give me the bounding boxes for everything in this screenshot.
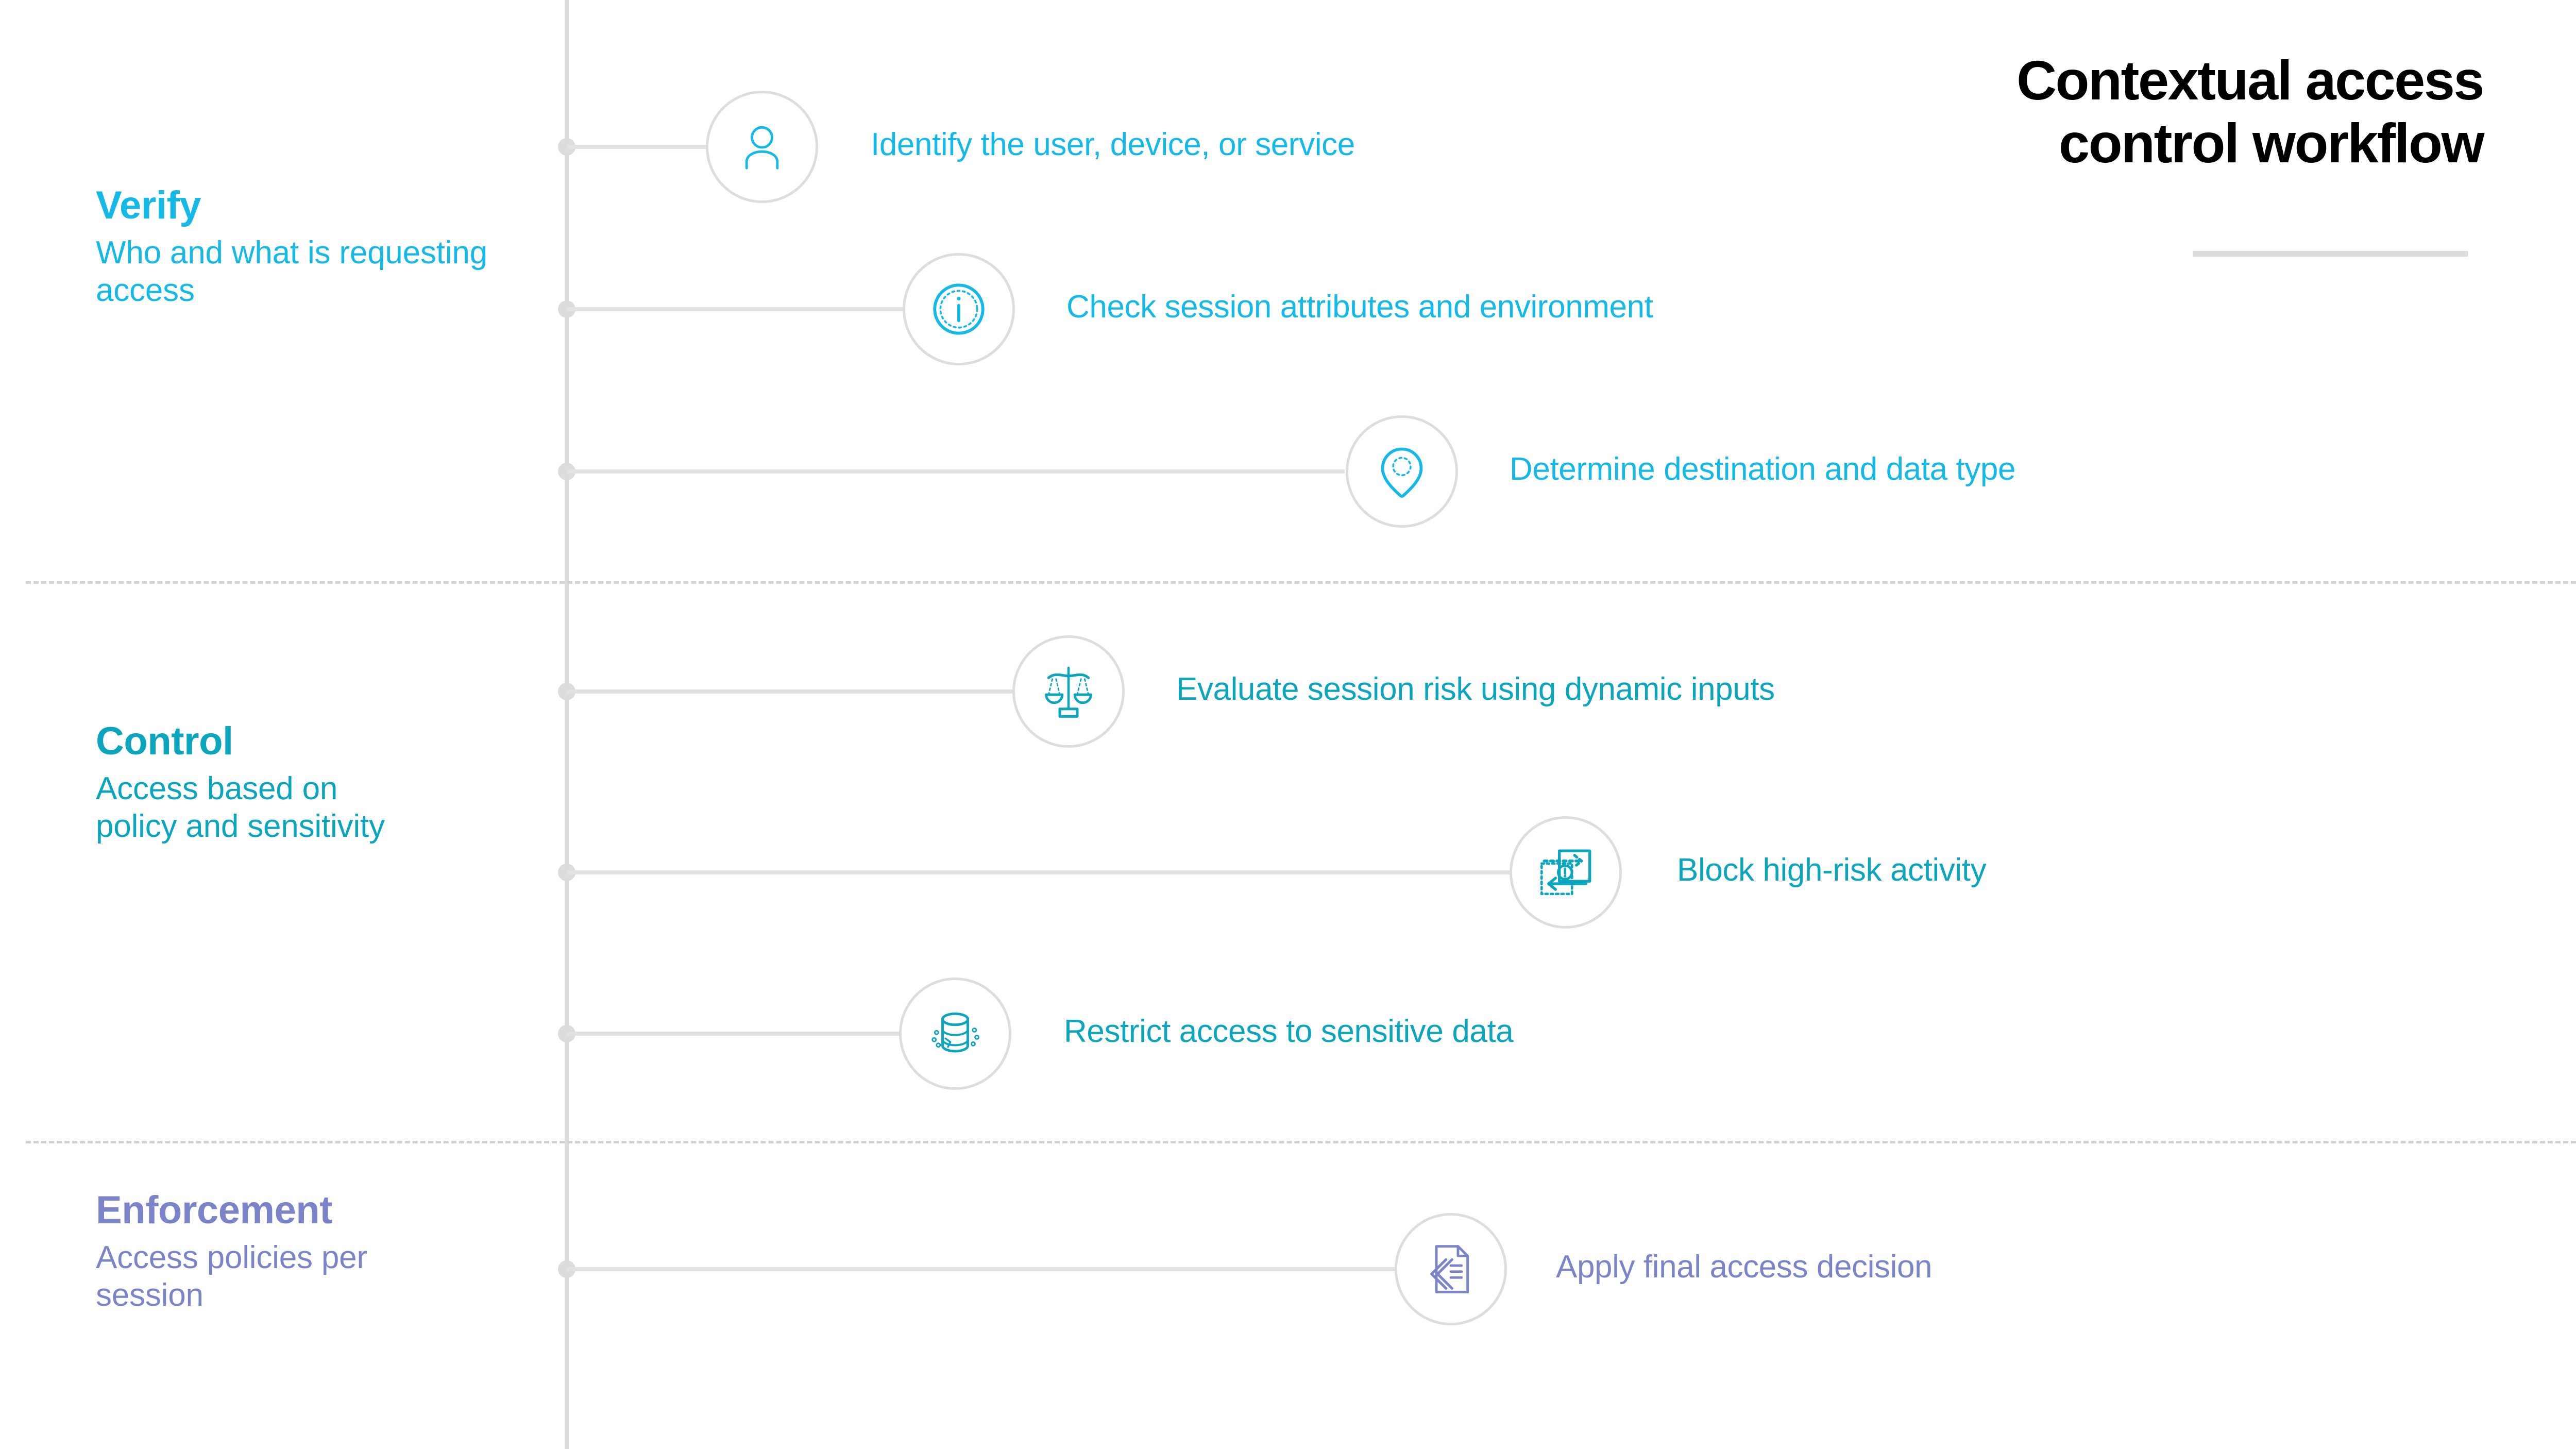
section-label-verify: Verify Who and what is requesting access <box>96 186 508 309</box>
section-subtitle-verify: Who and what is requesting access <box>96 234 487 308</box>
step-label-6: Restrict access to sensitive data <box>1064 1014 1514 1049</box>
page-title: Contextual access control workflow <box>1752 49 2485 175</box>
user-icon-bubble[interactable] <box>706 91 818 203</box>
step-label-1: Identify the user, device, or service <box>871 127 1355 162</box>
document-decision-icon-bubble[interactable] <box>1395 1213 1507 1325</box>
connector-line-4 <box>567 689 1015 694</box>
section-label-enforcement: Enforcement Access policies per session <box>96 1190 508 1314</box>
info-icon <box>933 283 985 335</box>
balance-scales-icon <box>1045 666 1092 718</box>
section-title-enforcement: Enforcement <box>96 1188 333 1232</box>
step-label-5: Block high-risk activity <box>1677 852 1987 888</box>
title-underline-rule <box>2193 251 2468 257</box>
step-label-4: Evaluate session risk using dynamic inpu… <box>1176 671 1775 707</box>
location-pin-icon-bubble[interactable] <box>1346 415 1458 528</box>
timeline-spine <box>565 0 569 1449</box>
section-divider-verify-control <box>26 581 2576 584</box>
page-title-line-2: control workflow <box>2059 112 2485 175</box>
connector-line-5 <box>567 870 1530 874</box>
connector-line-6 <box>567 1032 902 1036</box>
section-subtitle-control: Access based on policy and sensitivity <box>96 770 385 844</box>
location-pin-icon <box>1381 447 1423 498</box>
step-label-3: Determine destination and data type <box>1510 451 2016 487</box>
section-divider-control-enforcement <box>26 1141 2576 1143</box>
step-label-7: Apply final access decision <box>1556 1249 1933 1285</box>
step-label-2: Check session attributes and environment <box>1066 289 1653 325</box>
block-transfer-icon <box>1540 849 1591 896</box>
info-icon-bubble[interactable] <box>903 253 1015 365</box>
section-title-verify: Verify <box>96 183 201 227</box>
connector-line-2 <box>567 307 904 311</box>
section-subtitle-enforcement: Access policies per session <box>96 1239 367 1313</box>
block-transfer-icon-bubble[interactable] <box>1510 816 1622 929</box>
section-title-control: Control <box>96 719 233 763</box>
database-icon <box>931 1012 979 1053</box>
section-label-control: Control Access based on policy and sensi… <box>96 721 508 845</box>
user-icon <box>745 126 779 170</box>
balance-scales-icon-bubble[interactable] <box>1012 635 1125 748</box>
connector-line-1 <box>567 145 706 149</box>
database-icon-bubble[interactable] <box>899 978 1011 1090</box>
document-decision-icon <box>1430 1245 1469 1293</box>
connector-line-3 <box>567 469 1345 474</box>
connector-line-7 <box>567 1267 1401 1271</box>
page-title-line-1: Contextual access <box>2016 49 2484 111</box>
